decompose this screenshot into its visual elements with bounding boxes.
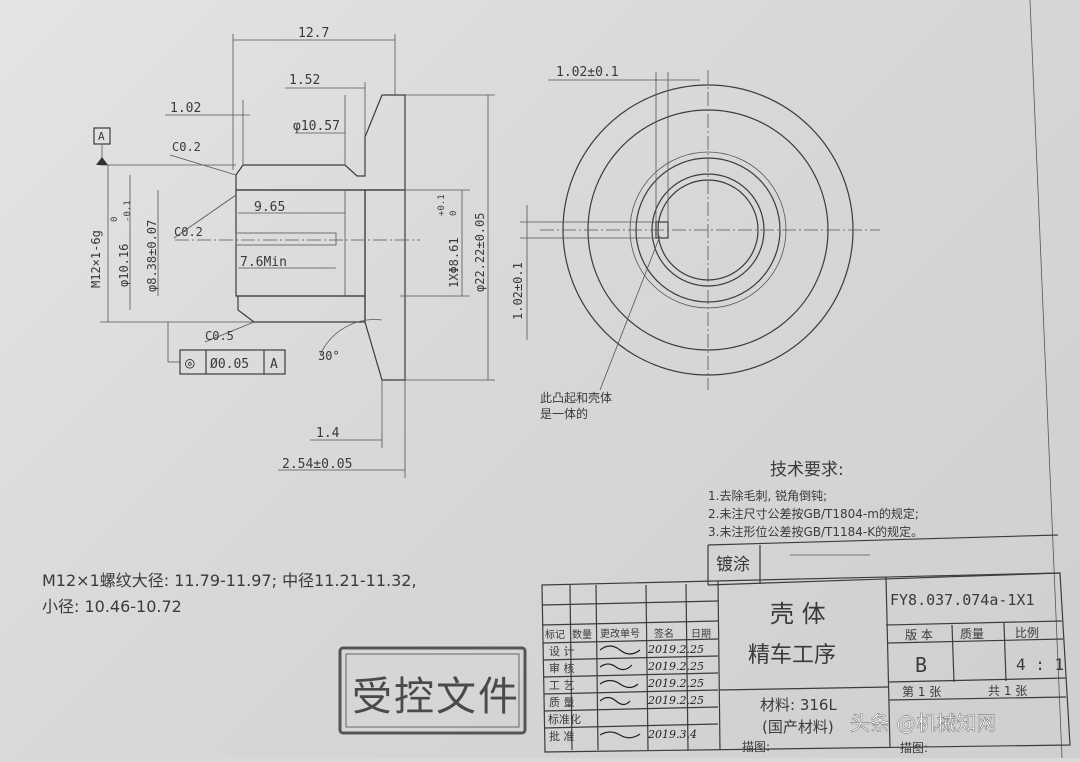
dim-dia-8-38: φ8.38±0.07: [145, 220, 159, 292]
dim-angle: 30°: [318, 349, 340, 363]
signature-design: [599, 645, 641, 655]
tech-requirements: 技术要求: 1.去除毛刺, 锐角倒钝; 2.未注尺寸公差按GB/T1804-m的…: [708, 460, 923, 539]
dim-step-len: 1.02: [170, 101, 201, 116]
dim-shoulder: 1.52: [289, 73, 320, 88]
dim-dia-8-61-lower: 0: [449, 211, 459, 216]
fcf-datum: A: [270, 357, 278, 372]
dim-dia-8-61-upper: +0.1: [437, 194, 447, 216]
hdr-mass: 质量: [960, 627, 984, 641]
drawn-label: 描图:: [742, 740, 770, 754]
note-leader: [599, 235, 661, 391]
stamp-text: 受控文件: [352, 674, 520, 720]
fcf-value: Ø0.05: [210, 357, 249, 372]
title-block: 镀涂 标记 数量 更改单号 签名 日期 设 计 审 核 工 艺 质 量 标准化 …: [541, 534, 1071, 755]
signature-approve: [599, 731, 641, 739]
dim-thread: M12×1-6g: [89, 230, 103, 288]
note-line2: 是一体的: [540, 406, 588, 421]
signature-process: [599, 679, 639, 689]
date-quality: 2019.2.25: [647, 694, 704, 707]
role-approve: 批 准: [549, 729, 575, 743]
tech-item-2: 2.未注尺寸公差按GB/T1804-m的规定;: [708, 506, 919, 521]
dim-dia-10-57: φ10.57: [293, 119, 340, 134]
tech-item-3: 3.未注形位公差按GB/T1184-K的规定。: [708, 524, 923, 539]
role-review: 审 核: [549, 661, 575, 675]
concentricity-icon: ◎: [185, 353, 195, 372]
date-process: 2019.2.25: [647, 677, 704, 690]
dim-dia-22-22: φ22.22±0.05: [473, 213, 487, 292]
version-value: B: [915, 653, 927, 677]
material-note: (国产材料): [762, 718, 834, 736]
role-quality: 质 量: [549, 696, 575, 709]
sheet-total: 共 1 张: [988, 684, 1027, 698]
note-line1: 此凸起和壳体: [540, 391, 612, 405]
chamfer-top: C0.2: [172, 140, 201, 154]
tech-item-1: 1.去除毛刺, 锐角倒钝;: [708, 488, 827, 503]
thread-note-line2: 小径: 10.46-10.72: [42, 597, 182, 616]
dim-overall-length: 12.7: [298, 26, 329, 41]
date-approve: 2019.3.4: [647, 728, 697, 741]
rev-hdr-change: 更改单号: [600, 627, 640, 640]
chamfer-inner: C0.2: [174, 225, 203, 239]
inner-hole: [235, 232, 337, 246]
controlled-document-stamp: 受控文件: [338, 646, 527, 735]
title-block-outline: [541, 572, 1071, 753]
process-name: 精车工序: [748, 643, 836, 668]
scale-value: 4 : 1: [1016, 655, 1064, 674]
front-view: 1.02±0.1 1.02±0.1 此凸起和壳体 是一体的: [511, 65, 880, 421]
date-design: 2019.2.25: [647, 643, 704, 656]
hdr-scale: 比例: [1015, 626, 1039, 640]
section-upper: [235, 94, 406, 191]
datum-label: A: [98, 130, 105, 143]
role-process: 工 艺: [549, 679, 575, 692]
dim-flange-1-4: 1.4: [316, 426, 340, 441]
date-review: 2019.2.25: [647, 660, 704, 673]
role-design: 设 计: [549, 645, 575, 658]
dim-dia-10-16: φ10.16: [117, 244, 131, 287]
frame-right-edge: [1029, 0, 1063, 759]
material: 材料: 316L: [760, 696, 837, 714]
watermark: 头条 @机械知网: [850, 711, 996, 735]
signature-review: [599, 663, 633, 671]
sheet-number: 第 1 张: [902, 685, 941, 699]
dim-dia-8-61: 1XΦ8.61: [447, 237, 461, 288]
dim-flange-2-54: 2.54±0.05: [282, 457, 352, 472]
angle-arc: [319, 319, 383, 356]
section-flange: [364, 189, 406, 381]
datum-triangle: [96, 157, 108, 165]
part-name: 壳 体: [770, 600, 826, 628]
dim-len-7-6: 7.6Min: [240, 255, 287, 270]
dim-dia-10-16-upper: 0: [110, 217, 120, 222]
feature-control-frame: ◎ Ø0.05 A: [167, 322, 286, 375]
traced-label: 描图:: [900, 741, 928, 755]
dim-len-9-65: 9.65: [254, 200, 285, 215]
rev-hdr-qty: 数量: [572, 628, 592, 641]
signature-quality: [599, 696, 631, 706]
rev-hdr-mark: 标记: [545, 629, 565, 641]
section-lower: [237, 295, 366, 323]
hdr-version: 版 本: [905, 628, 933, 642]
thread-note-line1: M12×1螺纹大径: 11.79-11.97; 中径11.21-11.32,: [42, 571, 417, 590]
dim-dia-10-16-lower: -0.1: [123, 200, 133, 222]
section-view: 12.7 1.52 1.02 φ10.57 C0.2 C0.2 9.65 7.6…: [89, 26, 495, 478]
rev-hdr-sign: 签名: [654, 627, 674, 640]
role-standard: 标准化: [548, 712, 581, 726]
drawing-number: FY8.037.074a-1X1: [890, 591, 1035, 609]
rev-hdr-date: 日期: [691, 628, 711, 640]
plating-label: 镀涂: [716, 555, 750, 575]
dim-side: 1.02±0.1: [511, 262, 525, 320]
tech-title: 技术要求:: [770, 460, 844, 480]
dim-top: 1.02±0.1: [556, 65, 619, 80]
chamfer-bottom: C0.5: [205, 329, 234, 343]
